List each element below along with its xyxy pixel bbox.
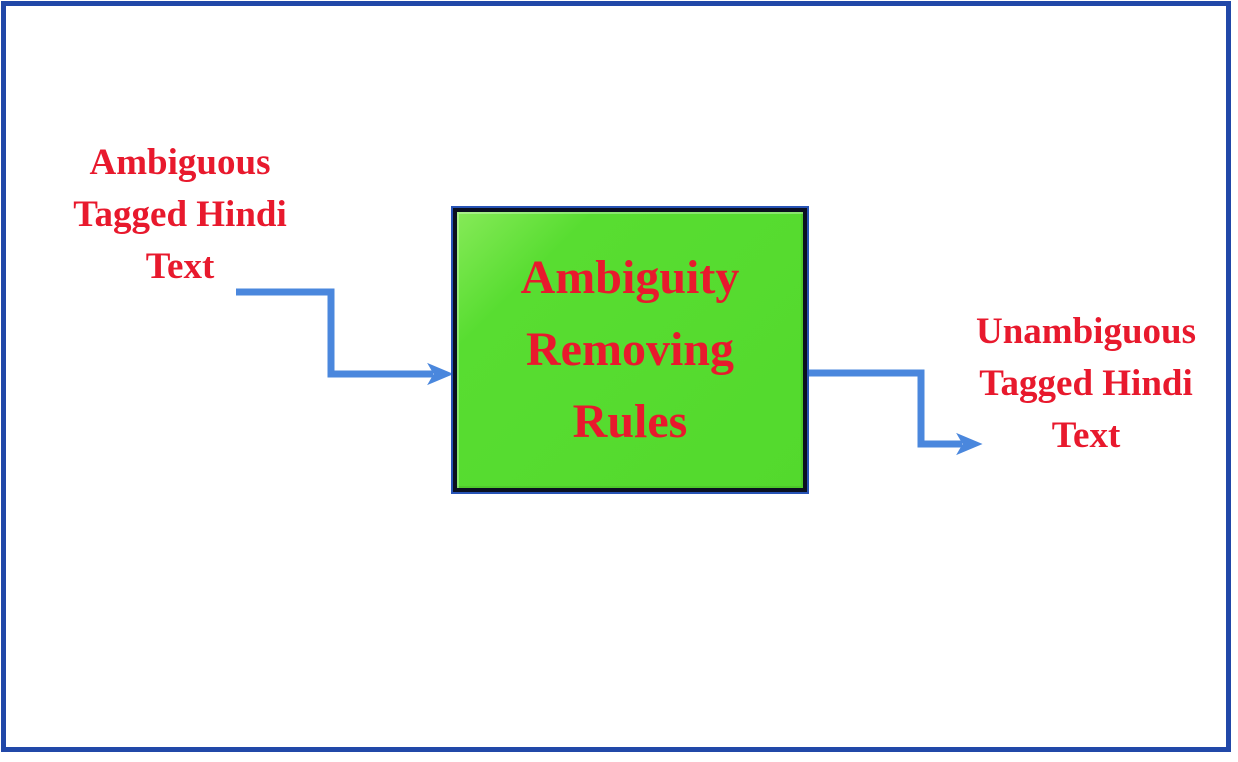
- diagram-frame-border: [1, 1, 1231, 752]
- input-label-line-3: Text: [145, 246, 215, 287]
- input-label: Ambiguous Tagged Hindi Text: [40, 137, 320, 293]
- output-label-line-3: Text: [1051, 415, 1121, 456]
- process-box-line-1: Ambiguity: [520, 251, 740, 304]
- output-label-line-1: Unambiguous: [975, 311, 1197, 352]
- input-label-line-2: Tagged Hindi: [73, 194, 287, 235]
- process-box-line-2: Removing: [526, 323, 734, 376]
- process-box: Ambiguity Removing Rules: [451, 206, 809, 494]
- output-label-line-2: Tagged Hindi: [979, 363, 1193, 404]
- input-label-line-1: Ambiguous: [89, 142, 271, 183]
- process-box-line-3: Rules: [572, 395, 688, 448]
- output-label: Unambiguous Tagged Hindi Text: [950, 306, 1222, 462]
